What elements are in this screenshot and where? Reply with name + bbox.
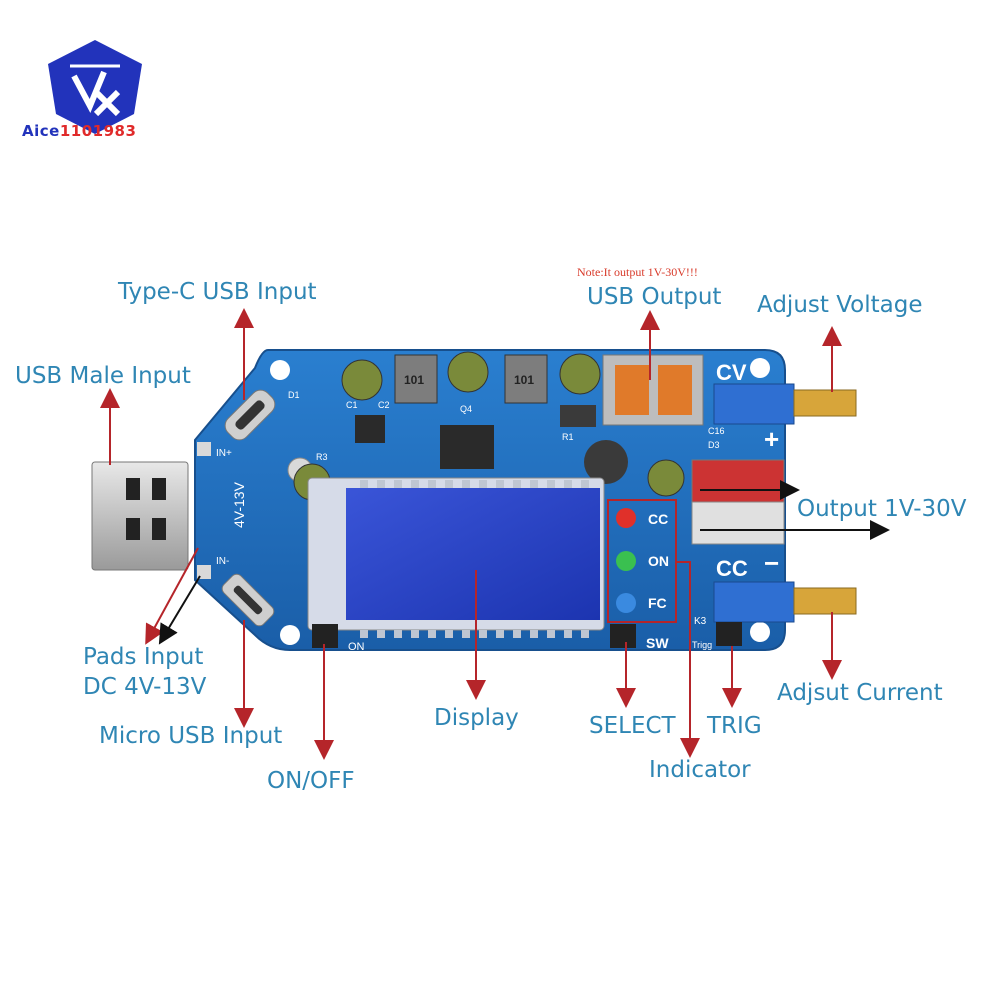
lcd-pin bbox=[445, 630, 453, 638]
silk-plus: + bbox=[764, 424, 779, 454]
lcd-pin bbox=[360, 630, 368, 638]
label-output-range: Output 1V-30V bbox=[797, 496, 967, 522]
silk-r1: R1 bbox=[562, 432, 574, 442]
lcd-pin bbox=[394, 480, 402, 488]
lcd-pin bbox=[496, 630, 504, 638]
label-adjust-voltage: Adjust Voltage bbox=[757, 292, 923, 318]
brand-logo: Aice1101983 bbox=[22, 36, 160, 146]
arrow-indicator bbox=[676, 561, 700, 758]
output-terminal bbox=[691, 459, 785, 545]
lcd-pin bbox=[547, 630, 555, 638]
lcd-pin bbox=[411, 480, 419, 488]
silk-led-cc: CC bbox=[648, 511, 668, 527]
lcd-pin bbox=[581, 480, 589, 488]
silk-k3: K3 bbox=[694, 616, 707, 627]
label-type-c-usb-input: Type-C USB Input bbox=[118, 279, 317, 305]
lcd-pin bbox=[581, 630, 589, 638]
silk-minus: − bbox=[764, 548, 779, 578]
label-adjust-current: Adjsut Current bbox=[777, 680, 943, 706]
silk-c2: C2 bbox=[378, 400, 390, 410]
micro-usb-port bbox=[221, 573, 275, 627]
arrow-pads-red bbox=[145, 547, 199, 645]
brand-name-part2: 1101983 bbox=[59, 122, 137, 140]
lcd-pin bbox=[564, 630, 572, 638]
lcd-pin bbox=[479, 630, 487, 638]
lcd-pin bbox=[479, 480, 487, 488]
type-c-port bbox=[224, 389, 276, 441]
silk-cc: CC bbox=[716, 556, 748, 581]
silk-sw: SW bbox=[646, 635, 669, 651]
silk-q4: Q4 bbox=[460, 404, 472, 414]
brand-name-part1: Aice bbox=[22, 122, 60, 140]
lcd-pin bbox=[462, 480, 470, 488]
lcd-pin bbox=[428, 480, 436, 488]
silk-c1: C1 bbox=[346, 400, 358, 410]
label-pads-voltage: DC 4V-13V bbox=[83, 674, 207, 700]
label-output-note: Note:It output 1V-30V!!! bbox=[577, 265, 698, 279]
voltage-pot bbox=[713, 383, 857, 425]
inductor-marking-1: 101 bbox=[404, 373, 424, 387]
arrow-pads-black bbox=[158, 575, 201, 645]
label-usb-male-input: USB Male Input bbox=[15, 363, 191, 389]
silk-trigger: Trigg bbox=[692, 640, 712, 650]
lcd-pin bbox=[377, 630, 385, 638]
current-pot bbox=[713, 581, 857, 623]
inductor-marking-2: 101 bbox=[514, 373, 534, 387]
silk-d1: D1 bbox=[288, 390, 300, 400]
silk-voltage-range: 4V-13V bbox=[231, 481, 247, 528]
lcd-pin bbox=[360, 480, 368, 488]
label-display: Display bbox=[434, 705, 519, 731]
silk-c16: C16 bbox=[708, 426, 725, 436]
label-select: SELECT bbox=[589, 713, 676, 739]
lcd-pin bbox=[513, 630, 521, 638]
usb-male-plug bbox=[91, 461, 189, 571]
silk-cv: CV bbox=[716, 360, 747, 385]
label-indicator: Indicator bbox=[649, 757, 751, 783]
silk-on: ON bbox=[348, 641, 365, 653]
lcd-pin bbox=[513, 480, 521, 488]
lcd-pin bbox=[428, 630, 436, 638]
lcd-pin bbox=[530, 630, 538, 638]
label-micro-usb-input: Micro USB Input bbox=[99, 723, 283, 749]
indicator-leds bbox=[607, 499, 677, 623]
lcd-pin bbox=[411, 630, 419, 638]
lcd-pin bbox=[564, 480, 572, 488]
label-usb-output: USB Output bbox=[587, 284, 722, 310]
label-pads-input: Pads Input bbox=[83, 644, 204, 670]
lcd-display bbox=[307, 477, 605, 638]
lcd-pin bbox=[394, 630, 402, 638]
silk-in-minus: IN- bbox=[216, 556, 229, 567]
silk-led-fc: FC bbox=[648, 595, 667, 611]
usb-a-output-port bbox=[602, 354, 704, 426]
lcd-pin bbox=[462, 630, 470, 638]
lcd-pin bbox=[530, 480, 538, 488]
silk-r3: R3 bbox=[316, 452, 328, 462]
label-trig: TRIG bbox=[707, 713, 762, 739]
diamond-shield-logo-icon bbox=[48, 40, 142, 134]
silk-d3: D3 bbox=[708, 440, 720, 450]
silk-led-on: ON bbox=[648, 553, 669, 569]
lcd-pin bbox=[445, 480, 453, 488]
silk-in-plus: IN+ bbox=[216, 448, 232, 459]
lcd-pin bbox=[547, 480, 555, 488]
lcd-pin bbox=[496, 480, 504, 488]
lcd-pin bbox=[377, 480, 385, 488]
label-on-off: ON/OFF bbox=[267, 768, 355, 794]
